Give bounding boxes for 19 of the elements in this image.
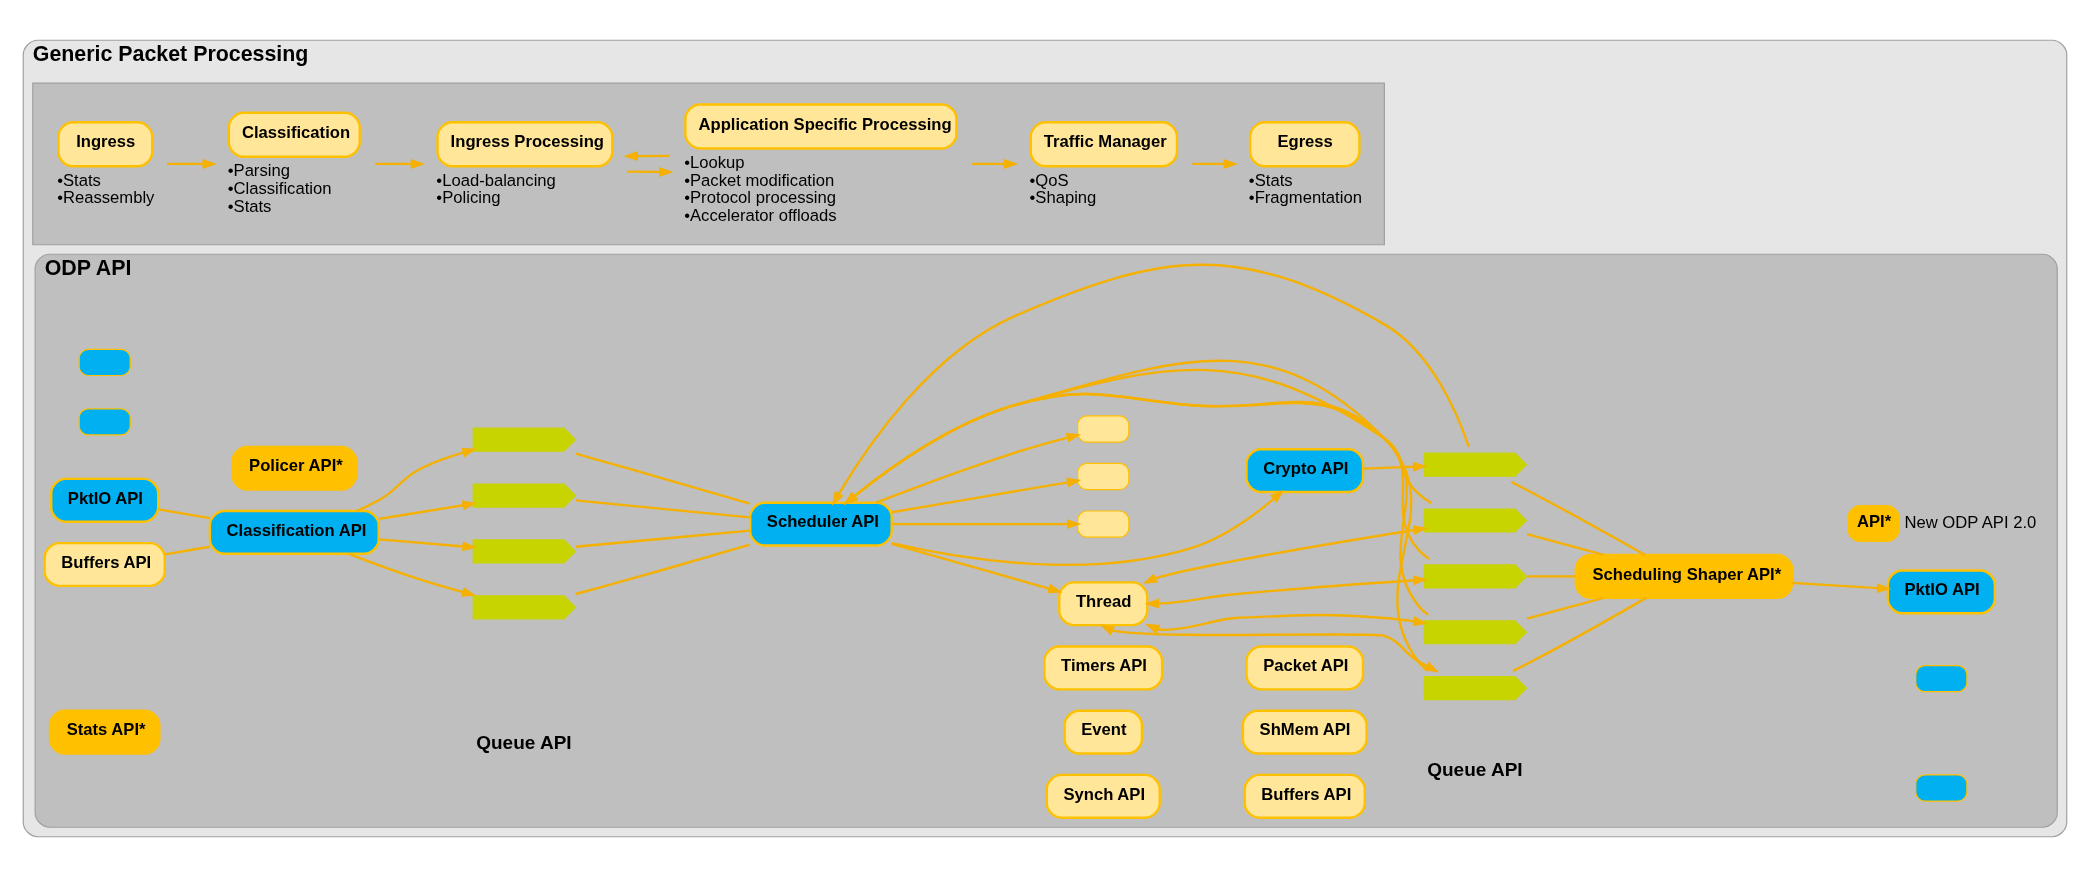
label: Queue API bbox=[476, 731, 572, 753]
node-label: •Fragmentation bbox=[1248, 188, 1362, 208]
legend-label: New ODP API 2.0 bbox=[1904, 512, 2037, 532]
node-label: •Lookup bbox=[684, 152, 745, 172]
node-label: •Parsing bbox=[227, 161, 290, 181]
node-label: •Stats bbox=[57, 170, 101, 190]
node-label: •Shaping bbox=[1029, 188, 1097, 208]
node-label: •Reassembly bbox=[57, 188, 155, 208]
node-label: •Classification bbox=[227, 178, 332, 198]
label: Queue API bbox=[1427, 758, 1523, 780]
node-label: •Stats bbox=[1248, 170, 1293, 190]
node-label: •Accelerator offloads bbox=[684, 206, 837, 226]
node-label: •Load-balancing bbox=[436, 170, 556, 190]
node-label: •Packet modification bbox=[684, 170, 835, 190]
node-label: •Policing bbox=[436, 188, 501, 208]
node-label: •Stats bbox=[227, 196, 272, 216]
node-label: •Protocol processing bbox=[684, 188, 837, 208]
label: API* bbox=[1856, 511, 1892, 531]
node-label: •QoS bbox=[1029, 170, 1069, 190]
